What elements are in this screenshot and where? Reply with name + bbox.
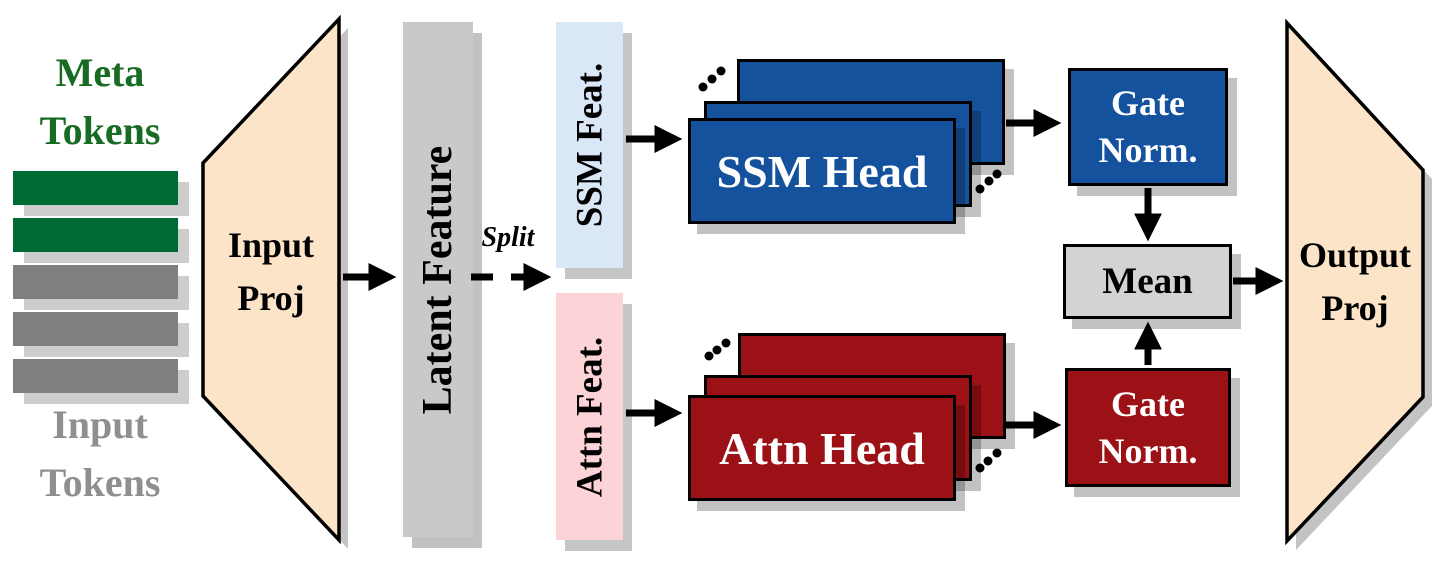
ssm-head-label: SSM Head: [716, 145, 928, 197]
gate-norm-attn-label-line2: Norm.: [1098, 430, 1198, 471]
ssm-feature-bar: SSM Feat.: [556, 22, 623, 268]
attn-head-label: Attn Head: [719, 422, 925, 474]
ellipsis-dots-ssm-top: [698, 66, 726, 92]
meta-tokens-label-line2: Tokens: [39, 108, 161, 153]
attn-feature-label: Attn Feat.: [569, 336, 610, 497]
latent-feature-label: Latent Feature: [415, 145, 461, 414]
mean-box: Mean: [1063, 244, 1232, 319]
input-tokens-label: Input Tokens: [0, 396, 200, 512]
attn-head-box-front: Attn Head: [688, 395, 956, 501]
meta-tokens-label-line1: Meta: [55, 50, 145, 95]
split-label: Split: [481, 222, 535, 253]
attn-feature-bar: Attn Feat.: [556, 293, 623, 540]
meta-token-bar: [13, 171, 178, 205]
ssm-head-box-front: SSM Head: [688, 118, 956, 224]
input-proj-label: Input Proj: [203, 219, 339, 325]
meta-tokens-label: Meta Tokens: [0, 44, 200, 160]
ellipsis-dots-attn-top: [704, 338, 731, 361]
input-token-bar: [13, 312, 178, 346]
gate-norm-attn-box: Gate Norm.: [1065, 368, 1231, 487]
input-proj-label-line2: Proj: [237, 278, 305, 318]
output-proj-label-line1: Output: [1298, 235, 1412, 275]
input-token-bar: [13, 265, 178, 299]
gate-norm-ssm-box: Gate Norm.: [1068, 68, 1228, 186]
ssm-feature-label: SSM Feat.: [569, 62, 610, 228]
latent-feature-bar: Latent Feature: [403, 22, 473, 537]
input-tokens-label-line2: Tokens: [39, 460, 161, 505]
meta-token-bar: [13, 218, 178, 252]
gate-norm-attn-label-line1: Gate: [1111, 383, 1185, 424]
ellipsis-dots-attn-bottom: [975, 448, 1002, 473]
output-proj-label-line2: Proj: [1321, 288, 1389, 328]
gate-norm-ssm-label-line2: Norm.: [1098, 130, 1198, 170]
gate-norm-ssm-label-line1: Gate: [1111, 83, 1185, 123]
ellipsis-dots-ssm-bottom: [975, 169, 1002, 194]
input-tokens-label-line1: Input: [52, 402, 148, 447]
mean-label: Mean: [1102, 261, 1193, 302]
output-proj-label: Output Proj: [1287, 229, 1423, 335]
input-token-bar: [13, 359, 178, 393]
input-proj-label-line1: Input: [227, 225, 315, 265]
